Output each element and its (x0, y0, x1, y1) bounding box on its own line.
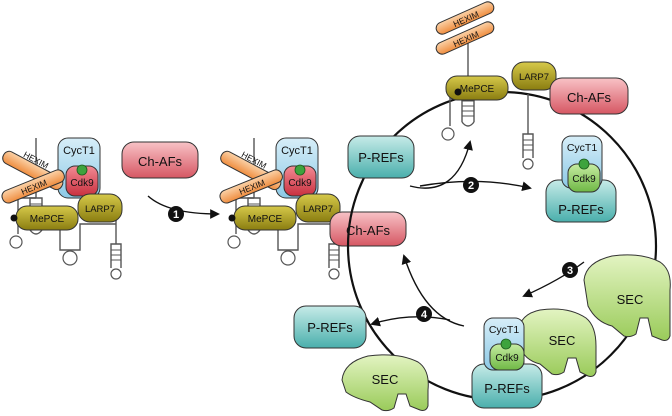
step2-badge (463, 177, 479, 193)
mepce-label: MePCE (30, 214, 65, 225)
svg-text:3: 3 (567, 265, 573, 277)
rna-5prime-cap (10, 214, 18, 222)
step4-badge (416, 306, 432, 322)
hexim-dimer: HEXIM HEXIM (219, 149, 283, 204)
p-tefb-sec-complex-bottom: SEC P-REFs CycT1 Cdk9 (471, 308, 597, 409)
svg-text:P-REFs: P-REFs (558, 202, 604, 217)
svg-text:SEC: SEC (549, 333, 576, 348)
p-refs-inside (347, 135, 415, 179)
hexim-dimer: HEXIM HEXIM (435, 1, 495, 55)
step1-badge (168, 206, 184, 222)
step4-arrow-up (401, 254, 465, 327)
svg-text:P-REFs: P-REFs (307, 320, 353, 335)
phosphate-dot (76, 164, 88, 176)
sec-complex-right (583, 254, 671, 341)
rna-5prime-cap (454, 88, 462, 96)
svg-text:LARP7: LARP7 (519, 72, 549, 83)
svg-text:SEC: SEC (617, 292, 644, 307)
svg-text:Cdk9: Cdk9 (572, 174, 596, 185)
sec-protein (517, 308, 597, 377)
svg-text:1: 1 (173, 209, 179, 221)
cyct1-label: CycT1 (63, 145, 95, 157)
p-tefb-p-refs-complex-right: P-REFs CycT1 Cdk9 (545, 135, 617, 223)
cdk9-label: Cdk9 (70, 178, 94, 189)
phosphate-dot (294, 164, 306, 176)
svg-text:CycT1: CycT1 (489, 324, 519, 336)
rna-5prime-cap (228, 214, 236, 222)
svg-text:CycT1: CycT1 (281, 145, 313, 157)
step3-badge (562, 262, 578, 278)
svg-text:Ch-AFs: Ch-AFs (346, 223, 391, 238)
inactive-7sk-snrnp-left: CycT1 Cdk9 HEXIM HEXIM MePCE LARP7 (1, 137, 123, 280)
svg-text:CycT1: CycT1 (567, 142, 597, 154)
svg-text:Cdk9: Cdk9 (495, 353, 519, 364)
svg-text:MePCE: MePCE (460, 84, 495, 95)
larp7-label: LARP7 (85, 204, 115, 215)
svg-text:SEC: SEC (372, 372, 399, 387)
svg-text:2: 2 (468, 180, 474, 192)
mepce-protein (445, 75, 509, 101)
phosphate-dot (578, 158, 590, 170)
larp7-protein (511, 61, 557, 91)
step2-arrow-up (409, 140, 473, 189)
svg-text:MePCE: MePCE (248, 214, 283, 225)
svg-text:4: 4 (421, 309, 428, 321)
svg-text:P-REFs: P-REFs (358, 150, 404, 165)
ch-afs-label: Ch-AFs (138, 154, 183, 169)
phosphate-dot (500, 338, 512, 350)
svg-text:Ch-AFs: Ch-AFs (567, 90, 612, 105)
step3-arrow (522, 261, 585, 298)
larp7-protein (295, 193, 341, 223)
step4-arrow-left (370, 316, 451, 327)
hexim-dimer: HEXIM HEXIM (1, 149, 65, 204)
ch-afs-top (549, 77, 629, 115)
svg-text:Cdk9: Cdk9 (288, 178, 312, 189)
svg-text:LARP7: LARP7 (303, 204, 333, 215)
7sk-snrnp-top-released: HEXIM HEXIM MePCE LARP7 Ch-AFs (435, 1, 629, 170)
ch-afs-free (121, 141, 199, 179)
svg-text:P-REFs: P-REFs (484, 381, 530, 396)
sec-released (341, 354, 429, 412)
p-refs-released (293, 305, 367, 349)
larp7-protein (77, 193, 123, 223)
